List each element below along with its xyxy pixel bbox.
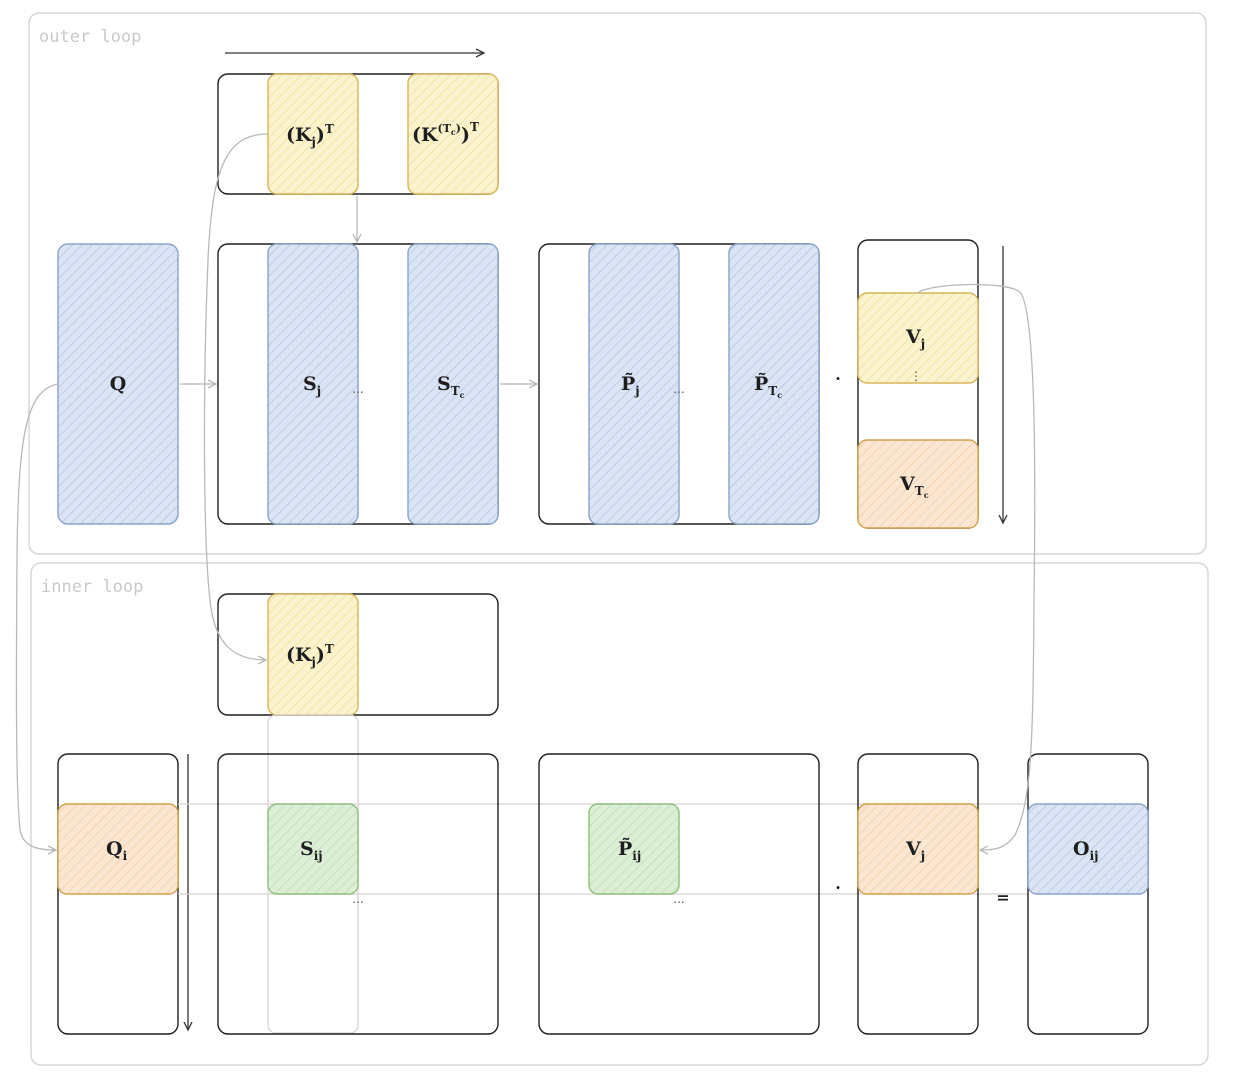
ptc-label: P̃Tc bbox=[754, 373, 782, 400]
ktc-transpose-label: (K(Tc))T bbox=[412, 120, 479, 146]
inner-loop-frame bbox=[30, 562, 1209, 1066]
inner-kt-container bbox=[217, 593, 499, 716]
ktc-transpose-block bbox=[407, 73, 499, 195]
inner-p-ellipsis: ... bbox=[673, 892, 684, 906]
outer-loop-frame bbox=[28, 12, 1207, 555]
v-ellipsis: ⋮ bbox=[910, 369, 922, 383]
stc-block bbox=[407, 243, 499, 525]
ptc-block bbox=[728, 243, 820, 525]
sj-block bbox=[267, 243, 359, 525]
o-container bbox=[1027, 753, 1149, 1035]
vtc-block bbox=[857, 439, 979, 529]
pij-block bbox=[588, 803, 680, 895]
equals-sign: = bbox=[996, 888, 1009, 907]
oij-label: Oij bbox=[1073, 838, 1098, 863]
qi-block bbox=[57, 803, 179, 895]
inner-vj-block bbox=[857, 803, 979, 895]
pj-block bbox=[588, 243, 680, 525]
inner-loop-label: inner loop bbox=[41, 577, 143, 597]
inner-v-container bbox=[857, 753, 979, 1035]
vtc-label: VTc bbox=[899, 473, 929, 500]
inner-p-container bbox=[538, 753, 820, 1035]
s-ellipsis: ... bbox=[352, 382, 363, 396]
p-ellipsis: ... bbox=[673, 382, 684, 396]
stc-label: STc bbox=[437, 373, 465, 400]
inner-s-container bbox=[217, 753, 499, 1035]
inner-kj-transpose-label: (Kj)T bbox=[286, 642, 334, 669]
inner-s-ellipsis: ... bbox=[352, 892, 363, 906]
pj-label: P̃j bbox=[621, 373, 640, 398]
q-outer-to-inner-connector bbox=[15, 383, 59, 850]
oij-block bbox=[1027, 803, 1149, 895]
kj-transpose-label: (Kj)T bbox=[286, 122, 334, 149]
sij-label: Sij bbox=[300, 838, 323, 863]
inner-multiply-dot: · bbox=[835, 878, 841, 897]
outer-multiply-dot: · bbox=[835, 369, 841, 388]
outer-loop-label: outer loop bbox=[39, 27, 141, 47]
kj-outer-to-inner-connector bbox=[203, 133, 269, 660]
vj-outer-to-inner-connector bbox=[917, 283, 1036, 850]
inner-vj-label: Vj bbox=[905, 838, 925, 863]
sj-label: Sj bbox=[303, 373, 321, 398]
kj-transpose-block bbox=[267, 73, 359, 195]
sij-block bbox=[267, 803, 359, 895]
q-label: Q bbox=[110, 373, 127, 395]
pij-label: P̃ij bbox=[618, 838, 641, 863]
vj-label: Vj bbox=[905, 326, 925, 351]
qi-label: Qi bbox=[106, 838, 128, 863]
